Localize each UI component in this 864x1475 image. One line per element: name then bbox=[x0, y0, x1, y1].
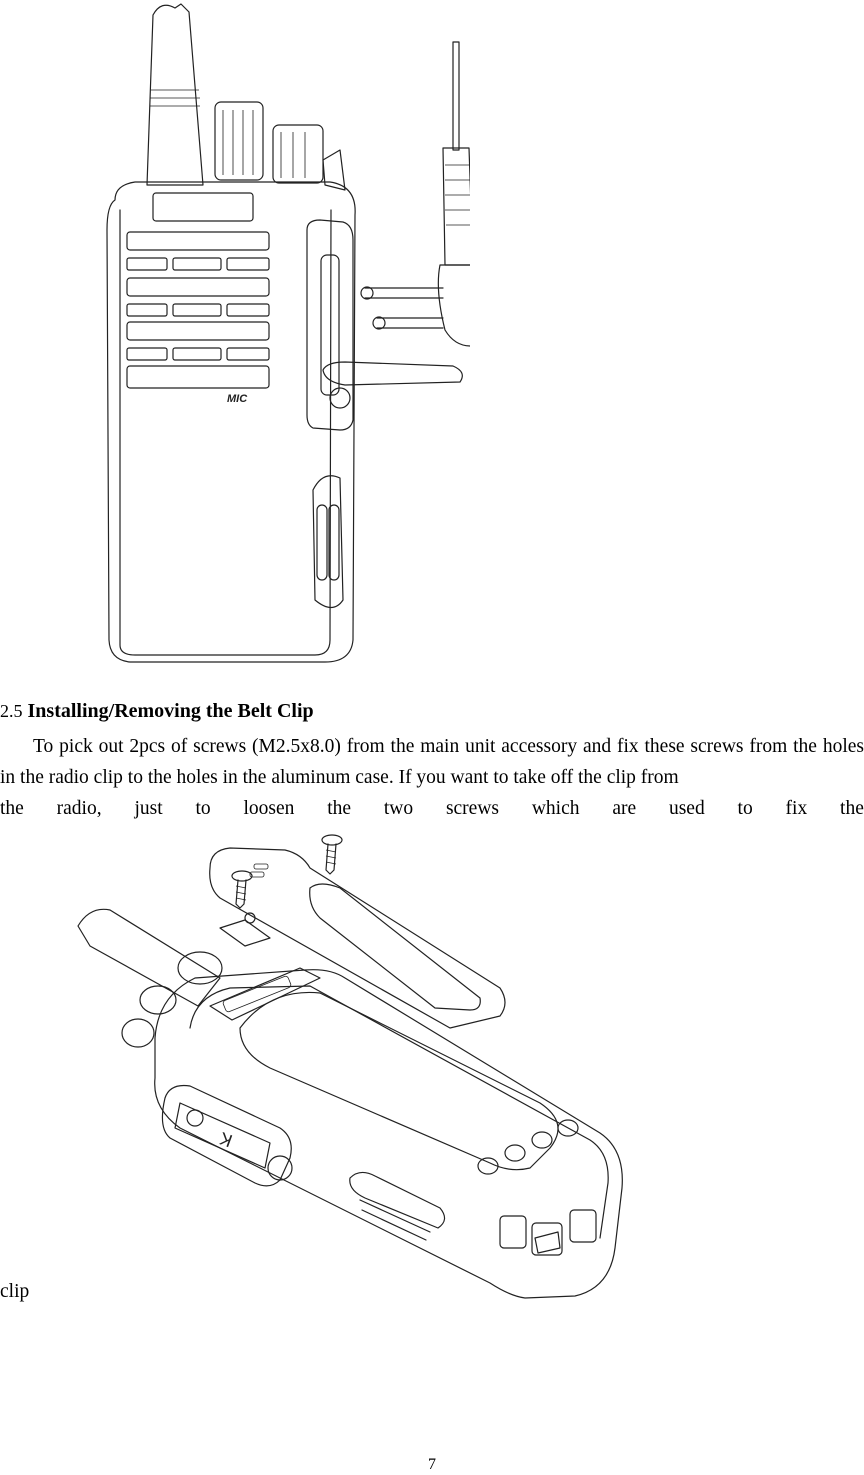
section-title: Installing/Removing the Belt Clip bbox=[27, 700, 314, 722]
radio-earpiece-figure: MIC bbox=[95, 0, 470, 665]
page-number: 7 bbox=[428, 1456, 436, 1473]
word: just bbox=[134, 798, 163, 819]
word: the bbox=[327, 798, 352, 819]
word: which bbox=[531, 798, 580, 819]
word: two bbox=[383, 798, 414, 819]
word: fix bbox=[785, 798, 808, 819]
svg-text:K: K bbox=[217, 1128, 235, 1151]
brand-mark: MIC bbox=[227, 393, 248, 405]
belt-clip-figure: K bbox=[70, 828, 630, 1303]
word: the bbox=[0, 798, 24, 819]
word: radio, bbox=[56, 798, 102, 819]
section-number: 2.5 bbox=[0, 701, 23, 721]
word: to bbox=[737, 798, 753, 819]
word: loosen bbox=[243, 798, 295, 819]
clip-continuation-text: clip bbox=[0, 1281, 30, 1302]
body-paragraph-last-line: the radio, just to loosen the two screws… bbox=[0, 793, 864, 824]
section-heading: 2.5 Installing/Removing the Belt Clip bbox=[0, 697, 314, 725]
screw-icon bbox=[321, 834, 343, 875]
word: screws bbox=[445, 798, 500, 819]
word: are bbox=[612, 798, 637, 819]
word: to bbox=[195, 798, 211, 819]
word: used bbox=[668, 798, 705, 819]
body-paragraph: To pick out 2pcs of screws (M2.5x8.0) fr… bbox=[0, 736, 864, 788]
word: the bbox=[840, 798, 864, 819]
screw-icon bbox=[231, 870, 253, 909]
